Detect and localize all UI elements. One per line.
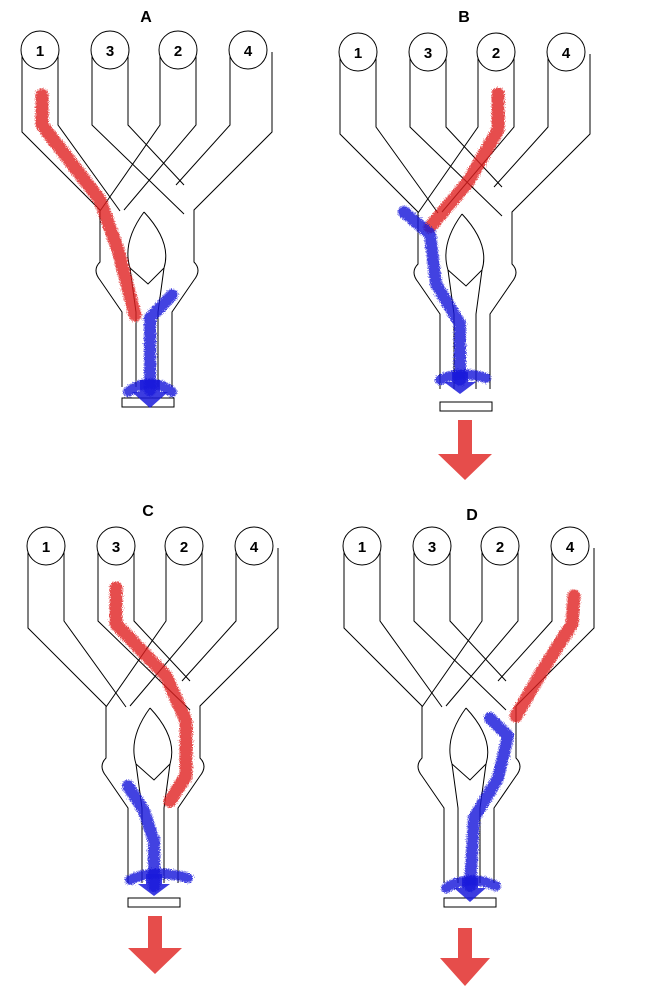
collector-base: [127, 897, 181, 908]
panel-a: A 1 3 2 4: [20, 9, 273, 408]
lane-label: 4: [566, 539, 575, 556]
red-flow: [109, 581, 193, 808]
red-arrow: [438, 420, 492, 480]
lane-label: 1: [36, 43, 44, 60]
blue-spread: [125, 868, 193, 885]
blue-flow: [122, 780, 160, 892]
collector-base: [439, 401, 493, 412]
red-arrow: [440, 928, 490, 986]
lane-label: 4: [562, 45, 571, 62]
lane-label: 4: [244, 43, 253, 60]
panel-title: D: [466, 507, 478, 524]
red-flow: [509, 589, 581, 723]
lane-label: 1: [42, 539, 50, 556]
lane-label: 2: [180, 539, 188, 556]
blue-flow: [464, 712, 514, 892]
lane-label: 3: [106, 43, 114, 60]
blue-flow: [144, 289, 178, 396]
panel-d: D 1 3 2 4: [342, 507, 595, 986]
blue-arrow: [454, 878, 486, 902]
blue-flow: [398, 206, 466, 386]
red-flow: [35, 88, 142, 322]
lane-label: 3: [424, 45, 432, 62]
panel-title: C: [142, 503, 154, 520]
lane-label: 1: [354, 45, 362, 62]
panel-c: C 1 3 2 4: [26, 503, 279, 974]
lane-label: 3: [112, 539, 120, 556]
red-flow: [423, 87, 505, 234]
lane-label: 2: [496, 539, 504, 556]
panel-b: B 1 3 2 4: [338, 9, 591, 480]
panel-title: B: [458, 9, 470, 26]
blue-arrow: [138, 874, 170, 896]
red-arrow: [128, 916, 182, 974]
lane-label: 2: [492, 45, 500, 62]
lane-label: 3: [428, 539, 436, 556]
blue-arrow: [132, 380, 168, 408]
lane-label: 1: [358, 539, 366, 556]
lane-label: 2: [174, 43, 182, 60]
blue-arrow: [444, 372, 476, 394]
panel-title: A: [140, 9, 152, 26]
lane-label: 4: [250, 539, 259, 556]
